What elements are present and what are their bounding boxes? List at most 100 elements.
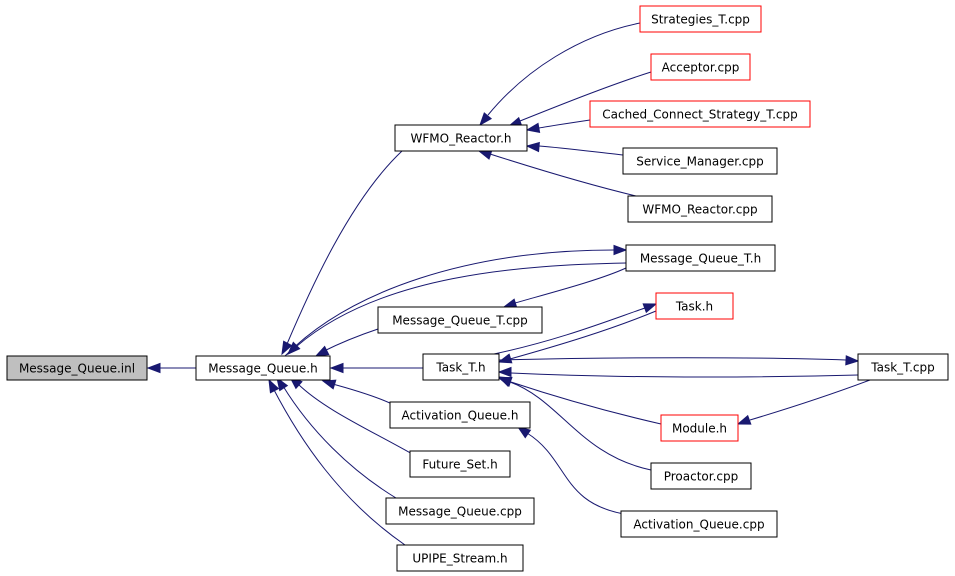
edge-line [509,310,657,360]
node-activation-queue-h[interactable]: Activation_Queue.h [389,401,531,429]
node-box[interactable] [377,306,543,334]
edge-line [286,150,403,345]
arrowhead [268,378,280,394]
node-message-queue-inl[interactable]: Message_Queue.inl [6,355,148,381]
node-message-queue-cpp[interactable]: Message_Queue.cpp [385,497,535,525]
arrowhead [329,362,344,374]
edge-task_h-to-task_t_h [497,310,657,364]
node-label: Task_T.cpp [870,361,934,375]
node-box[interactable] [389,401,531,429]
edge-line [526,432,631,516]
arrowhead [146,362,161,374]
node-label: UPIPE_Stream.h [412,552,507,566]
edge-strategies_t_cpp-to-wfmo_reactor_h [479,22,641,127]
node-label: Message_Queue_T.h [640,252,761,266]
node-label: Activation_Queue.h [402,409,519,423]
edge-upipe_stream_h-to-message_queue_h [268,378,406,546]
node-activation-queue-cpp[interactable]: Activation_Queue.cpp [620,510,778,538]
arrowhead [613,244,628,256]
node-box[interactable] [385,497,535,525]
node-box[interactable] [639,5,762,33]
node-label: Task_T.h [435,361,485,375]
node-label: Strategies_T.cpp [651,13,750,27]
edge-service_manager_cpp-to-wfmo_reactor_h [525,141,624,156]
node-cached-connect-strategy-t-cpp[interactable]: Cached_Connect_Strategy_T.cpp [589,100,811,128]
node-label: Message_Queue.inl [19,362,135,376]
node-module-h[interactable]: Module.h [660,414,739,442]
node-box[interactable] [650,53,751,81]
node-task-h[interactable]: Task.h [655,292,734,320]
edge-line [489,153,637,197]
arrowhead [479,112,493,127]
node-label: Message_Queue.cpp [398,505,522,519]
arrowhead [736,414,752,425]
node-label: WFMO_Reactor.cpp [642,203,757,217]
node-label: Message_Queue.h [208,362,317,376]
edge-task_t_h-to-message_queue_h [329,362,423,374]
node-upipe-stream-h[interactable]: UPIPE_Stream.h [396,544,524,572]
node-box[interactable] [625,244,776,272]
node-box[interactable] [660,414,739,442]
edge-line [514,267,627,304]
node-wfmo-reactor-cpp[interactable]: WFMO_Reactor.cpp [627,195,773,223]
node-task-t-h[interactable]: Task_T.h [422,353,500,381]
edge-cached_connect_strategy_t_cpp-to-wfmo_reactor_h [525,119,591,133]
edge-wfmo_reactor_h-to-message_queue_h [281,150,403,356]
node-box[interactable] [620,510,778,538]
node-future-set-h[interactable]: Future_Set.h [409,450,511,478]
node-box[interactable] [422,353,500,381]
node-box[interactable] [409,450,511,478]
node-proactor-cpp[interactable]: Proactor.cpp [650,462,752,490]
node-acceptor-cpp[interactable]: Acceptor.cpp [650,53,751,81]
arrowhead [321,379,337,390]
node-label: Acceptor.cpp [662,61,740,75]
edge-message_queue_cpp-to-message_queue_h [276,376,397,499]
node-box[interactable] [589,100,811,128]
node-strategies-t-cpp[interactable]: Strategies_T.cpp [639,5,762,33]
edge-message_queue_h-to-message_queue_t_h [284,244,628,357]
node-box[interactable] [396,544,524,572]
node-box[interactable] [6,355,148,381]
edge-message_queue_t_h-to-message_queue_t_cpp [502,267,627,309]
node-box[interactable] [394,124,528,152]
arrowhead [276,376,289,392]
node-label: Module.h [672,422,727,436]
node-label: Proactor.cpp [664,470,739,484]
node-label: WFMO_Reactor.h [411,132,512,146]
edge-line [538,145,624,156]
node-task-t-cpp[interactable]: Task_T.cpp [857,353,949,381]
arrowhead [497,376,513,388]
node-box[interactable] [622,147,778,175]
edge-task_t_cpp-to-module_h [736,379,871,425]
node-message-queue-t-cpp[interactable]: Message_Queue_T.cpp [377,306,543,334]
node-wfmo-reactor-h[interactable]: WFMO_Reactor.h [394,124,528,152]
node-box[interactable] [650,462,752,490]
edge-message_queue_h-to-message_queue_inl [146,362,196,374]
edge-line [328,382,395,406]
edge-line [487,22,641,116]
edge-line [749,379,871,421]
node-box[interactable] [857,353,949,381]
node-label: Cached_Connect_Strategy_T.cpp [602,108,798,122]
arrowhead [497,366,512,378]
arrowhead [525,141,540,153]
node-box[interactable] [627,195,773,223]
edge-line [282,385,397,499]
edge-line [510,372,859,378]
edge-line [498,357,847,361]
arrowhead [642,303,658,314]
edge-line [519,71,652,122]
node-label: Activation_Queue.cpp [633,518,764,532]
node-label: Future_Set.h [422,458,497,472]
node-box[interactable] [655,292,734,320]
edge-proactor_cpp-to-task_t_h [497,376,652,471]
arrowhead [845,355,860,366]
node-message-queue-h[interactable]: Message_Queue.h [195,355,331,381]
node-service-manager-cpp[interactable]: Service_Manager.cpp [622,147,778,175]
node-label: Message_Queue_T.cpp [392,314,528,328]
edges-layer [146,22,871,546]
node-box[interactable] [195,355,331,381]
edge-line [272,387,406,546]
node-message-queue-t-h[interactable]: Message_Queue_T.h [625,244,776,272]
